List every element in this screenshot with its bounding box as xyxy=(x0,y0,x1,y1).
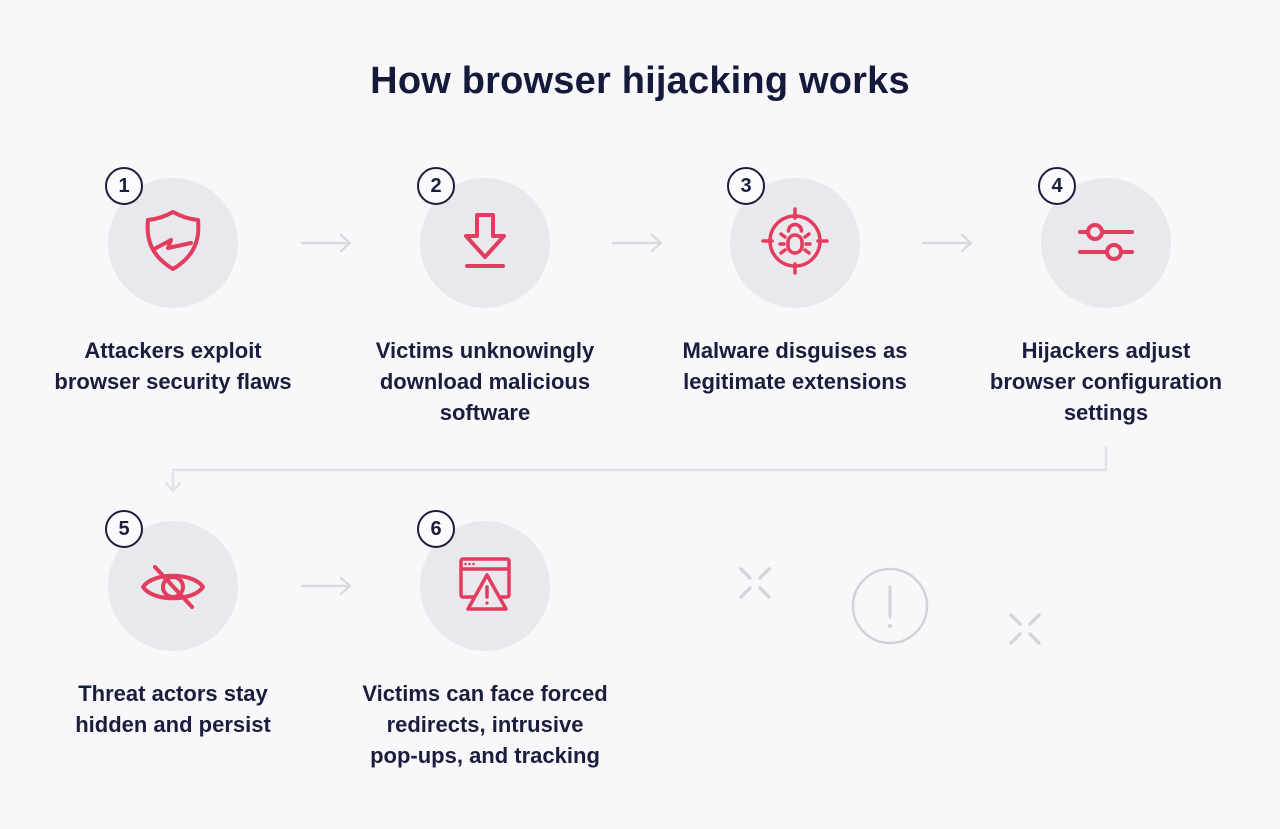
step-3: 3 Malware disguises as legitimate extens… xyxy=(655,167,935,397)
step-6: 6 Victims can face forced redirects, int… xyxy=(345,510,625,771)
step-6-icon-wrap: 6 xyxy=(417,510,550,651)
step-1-icon-wrap: 1 xyxy=(105,167,238,308)
step-1-number-badge: 1 xyxy=(105,167,143,205)
broken-shield-icon xyxy=(135,203,211,284)
arrow-right-icon xyxy=(611,233,663,253)
arrow-right-icon xyxy=(300,233,352,253)
alert-circle-icon xyxy=(851,567,929,645)
step-5-number-badge: 5 xyxy=(105,510,143,548)
step-1-caption: Attackers exploit browser security flaws xyxy=(54,338,292,394)
step-2-caption: Victims unknowingly download malicious s… xyxy=(375,338,595,425)
step-2-icon-wrap: 2 xyxy=(417,167,550,308)
sparkle-x-icon xyxy=(739,567,771,599)
step-4-number-badge: 4 xyxy=(1038,167,1076,205)
step-6-icon-circle xyxy=(420,521,550,651)
step-5-icon-wrap: 5 xyxy=(105,510,238,651)
arrow-right-icon xyxy=(921,233,973,253)
step-2: 2 Victims unknowingly download malicious… xyxy=(345,167,625,428)
step-4-icon-wrap: 4 xyxy=(1038,167,1171,308)
step-4-caption: Hijackers adjust browser configuration s… xyxy=(989,338,1223,425)
eye-off-icon xyxy=(135,546,211,627)
download-arrow-icon xyxy=(447,203,523,284)
step-6-caption: Victims can face forced redirects, intru… xyxy=(362,681,608,768)
step-3-caption: Malware disguises as legitimate extensio… xyxy=(682,338,908,394)
sparkle-x-icon xyxy=(1009,613,1041,645)
step-3-number-badge: 3 xyxy=(727,167,765,205)
step-5: 5 Threat actors stay hidden and persist xyxy=(33,510,313,740)
browser-warning-icon xyxy=(447,546,523,627)
step-4: 4 Hijackers adjust browser configuration… xyxy=(966,167,1246,428)
step-3-icon-wrap: 3 xyxy=(727,167,860,308)
step-5-caption: Threat actors stay hidden and persist xyxy=(75,681,271,737)
page-title: How browser hijacking works xyxy=(370,60,910,102)
step-6-number-badge: 6 xyxy=(417,510,455,548)
step-2-number-badge: 2 xyxy=(417,167,455,205)
sliders-icon xyxy=(1068,203,1144,284)
step-1: 1 Attackers exploit browser security fla… xyxy=(33,167,313,397)
bug-target-icon xyxy=(757,203,833,284)
arrow-right-icon xyxy=(300,576,352,596)
